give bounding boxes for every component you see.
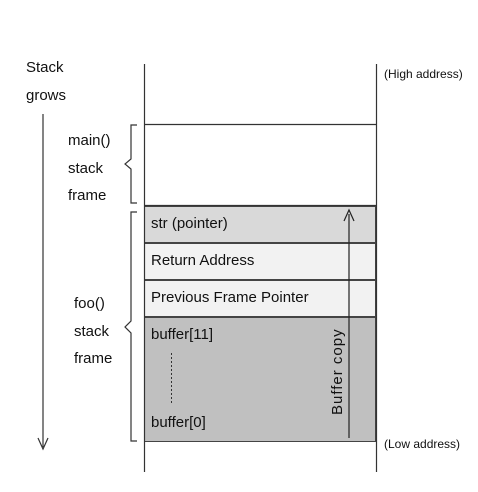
stack-grows-label-line1: Stack xyxy=(26,59,64,76)
main-frame-label-line2: stack xyxy=(68,160,104,177)
main-frame-brace xyxy=(124,124,137,204)
buffer-copy-label: Buffer copy xyxy=(329,328,346,415)
high-address-label: (High address) xyxy=(384,67,463,81)
foo-frame-brace xyxy=(124,211,137,442)
previous-frame-pointer-label: Previous Frame Pointer xyxy=(151,289,309,306)
foo-frame-label-line1: foo() xyxy=(74,295,105,312)
stack-grows-label-line2: grows xyxy=(26,87,67,104)
return-address-label: Return Address xyxy=(151,252,255,269)
previous-frame-pointer-cell: Previous Frame Pointer xyxy=(144,280,376,317)
foo-frame-label-line2: stack xyxy=(74,323,110,340)
foo-frame-label-line3: frame xyxy=(74,350,113,367)
str-pointer-cell: str (pointer) xyxy=(144,206,376,243)
main-frame-label-line1: main() xyxy=(68,132,111,149)
return-address-cell: Return Address xyxy=(144,243,376,280)
buffer-top-label: buffer[11] xyxy=(151,326,213,343)
stack-grows-arrow xyxy=(37,114,49,451)
buffer-copy-arrow xyxy=(343,208,355,438)
str-pointer-label: str (pointer) xyxy=(151,215,228,232)
buffer-bottom-label: buffer[0] xyxy=(151,414,206,431)
main-frame-label-line3: frame xyxy=(68,187,107,204)
low-address-label: (Low address) xyxy=(384,437,461,451)
